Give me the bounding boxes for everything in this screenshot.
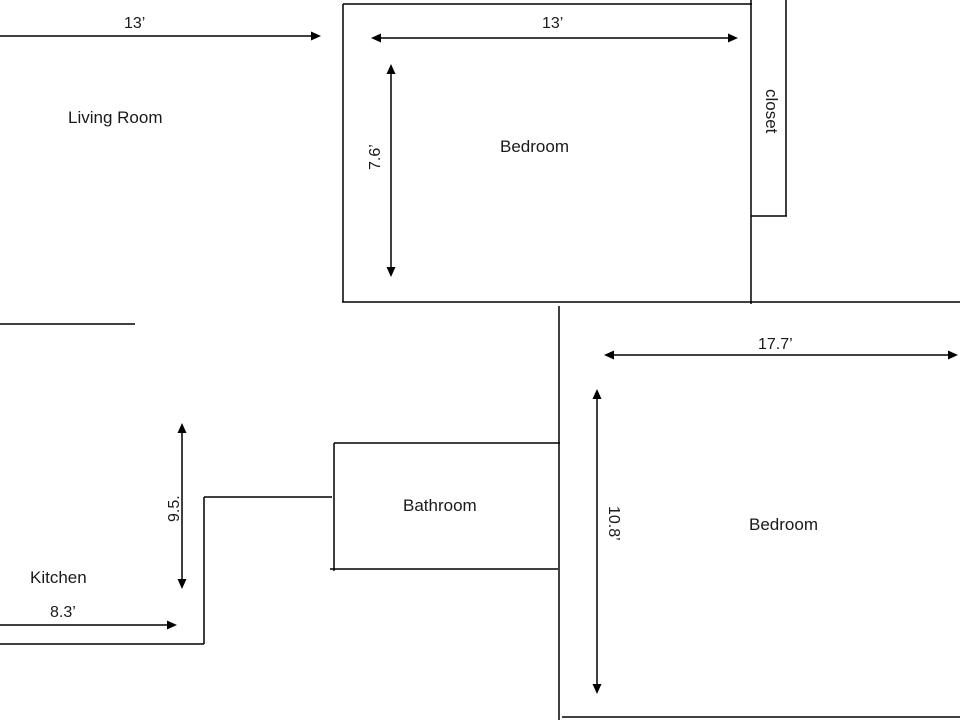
bedroom-bottom-width-label: 17.7’ — [758, 336, 793, 353]
kitchen-depth-label: 9.5. — [166, 495, 183, 522]
bedroom-top-depth-label: 7.6’ — [367, 144, 384, 170]
closet-label: closet — [762, 89, 781, 134]
bedroom-top-width-label: 13’ — [542, 15, 563, 32]
dimension-arrows — [0, 31, 958, 694]
bedroom-top-label: Bedroom — [500, 137, 569, 156]
living-room-width-label: 13’ — [124, 15, 145, 32]
bedroom-bottom-label: Bedroom — [749, 515, 818, 534]
kitchen-width-label: 8.3’ — [50, 604, 76, 621]
room-labels: Living Room Bedroom closet Kitchen Bathr… — [30, 89, 818, 587]
bedroom-bottom-depth-label: 10.8’ — [605, 506, 622, 541]
bathroom-label: Bathroom — [403, 496, 477, 515]
living-room-label: Living Room — [68, 108, 163, 127]
kitchen-label: Kitchen — [30, 568, 87, 587]
dimension-labels: 13’ 13’ 7.6’ 17.7’ 10.8’ 9.5. 8.3’ — [50, 15, 793, 621]
